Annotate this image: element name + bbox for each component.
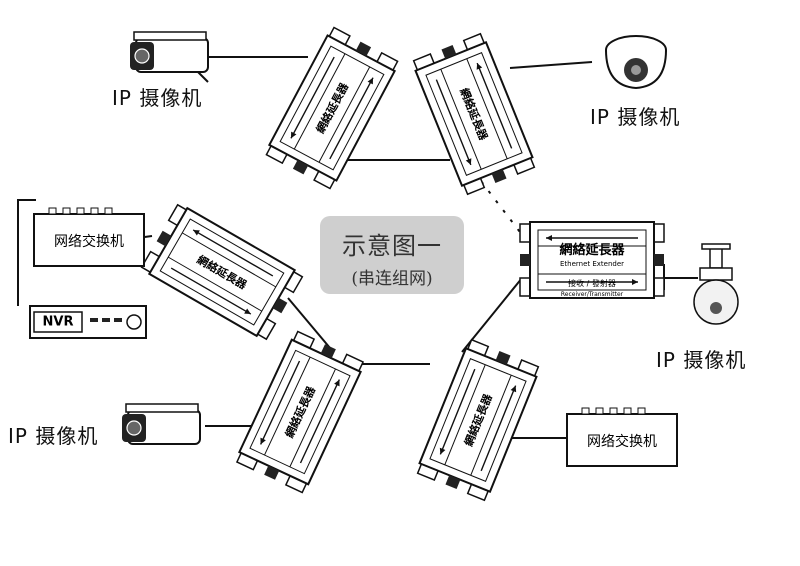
camera-label-bottom-left: IP 摄像机 xyxy=(8,424,99,448)
diagram-caption-title: 示意图一 xyxy=(342,232,442,260)
camera-label-mid-right: IP 摄像机 xyxy=(656,348,747,372)
nvr-device-icon xyxy=(29,305,147,339)
dome-camera-icon xyxy=(605,35,667,90)
switch-bottom-right-label: 网络交换机 xyxy=(587,433,657,450)
switch-left-label: 网络交换机 xyxy=(54,233,124,250)
camera-label-top-left: IP 摄像机 xyxy=(112,86,203,110)
bullet-camera-icon xyxy=(130,31,209,83)
nvr-label: NVR xyxy=(43,315,74,330)
bullet-camera-icon xyxy=(122,403,201,445)
extender-mode-en: Receiver/Transmitter xyxy=(561,291,624,298)
extender-title: 網絡延長器 xyxy=(559,242,625,258)
camera-label-top-right: IP 摄像机 xyxy=(590,105,681,129)
ptz-camera-icon xyxy=(693,243,739,325)
diagram-caption-box: 示意图一 (串连组网) xyxy=(320,216,464,294)
extender-mode: 接收 / 發射器 xyxy=(568,278,616,288)
extender-subtitle: Ethernet Extender xyxy=(560,260,624,268)
diagram-caption-subtitle: (串连组网) xyxy=(351,269,433,289)
